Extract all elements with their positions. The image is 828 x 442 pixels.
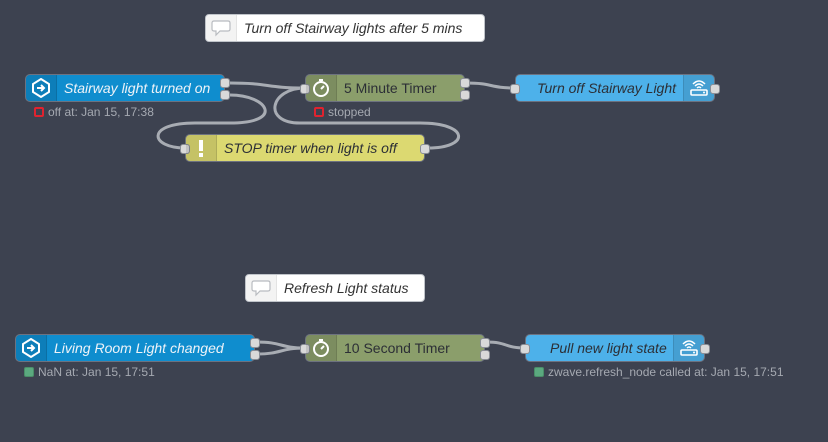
wire-timer5-to-turnoff bbox=[466, 81, 516, 90]
timer-10s-node[interactable]: 10 Second Timer bbox=[300, 334, 490, 362]
output-port[interactable] bbox=[710, 84, 720, 94]
output-port-1[interactable] bbox=[250, 338, 260, 348]
pull-light-state-node[interactable]: Pull new light state bbox=[520, 334, 710, 362]
stopwatch-icon bbox=[306, 75, 337, 101]
wire-living-to-timer10-b bbox=[256, 346, 306, 356]
wire-stop-to-timer5 bbox=[273, 86, 460, 150]
node-label: 10 Second Timer bbox=[344, 340, 450, 356]
output-port[interactable] bbox=[700, 344, 710, 354]
input-port[interactable] bbox=[520, 344, 530, 354]
router-icon bbox=[673, 335, 704, 361]
node-label: Stairway light turned on bbox=[64, 80, 211, 96]
stopwatch-icon bbox=[306, 335, 337, 361]
status-text: zwave.refresh_node called at: Jan 15, 17… bbox=[548, 365, 784, 379]
output-port[interactable] bbox=[420, 144, 430, 154]
input-port[interactable] bbox=[510, 84, 520, 94]
output-port-1[interactable] bbox=[220, 78, 230, 88]
living-room-light-node[interactable]: Living Room Light changed bbox=[15, 334, 260, 362]
wire-stairway-to-stop bbox=[156, 93, 267, 150]
event-arrow-icon bbox=[16, 335, 47, 361]
output-port-1[interactable] bbox=[480, 338, 490, 348]
status-dot bbox=[534, 367, 544, 377]
comment-label: Turn off Stairway lights after 5 mins bbox=[244, 20, 463, 36]
status-text: stopped bbox=[328, 105, 371, 119]
wire-stairway-to-timer5 bbox=[229, 81, 306, 90]
comment-refresh[interactable]: Refresh Light status bbox=[245, 274, 425, 302]
output-port-2[interactable] bbox=[250, 350, 260, 360]
status-text: NaN at: Jan 15, 17:51 bbox=[38, 365, 155, 379]
output-port-2[interactable] bbox=[220, 90, 230, 100]
status-dot bbox=[34, 107, 44, 117]
stairway-light-node[interactable]: Stairway light turned on bbox=[25, 74, 230, 102]
turn-off-stairway-node[interactable]: Turn off Stairway Light bbox=[510, 74, 720, 102]
input-port[interactable] bbox=[180, 144, 190, 154]
output-port-2[interactable] bbox=[480, 350, 490, 360]
node-label: 5 Minute Timer bbox=[344, 80, 437, 96]
speech-bubble-icon bbox=[246, 275, 277, 301]
status-dot bbox=[314, 107, 324, 117]
comment-label: Refresh Light status bbox=[284, 280, 409, 296]
timer-5min-node[interactable]: 5 Minute Timer bbox=[300, 74, 470, 102]
router-icon bbox=[683, 75, 714, 101]
stop-timer-node[interactable]: STOP timer when light is off bbox=[180, 134, 430, 162]
status-dot bbox=[24, 367, 34, 377]
exclamation-icon bbox=[186, 135, 217, 161]
event-arrow-icon bbox=[26, 75, 57, 101]
input-port[interactable] bbox=[300, 84, 310, 94]
status-text: off at: Jan 15, 17:38 bbox=[48, 105, 154, 119]
output-port-2[interactable] bbox=[460, 90, 470, 100]
speech-bubble-icon bbox=[206, 15, 237, 41]
node-label: Pull new light state bbox=[550, 340, 667, 356]
node-label: Living Room Light changed bbox=[54, 340, 224, 356]
node-label: STOP timer when light is off bbox=[224, 140, 397, 156]
output-port-1[interactable] bbox=[460, 78, 470, 88]
comment-stairway[interactable]: Turn off Stairway lights after 5 mins bbox=[205, 14, 485, 42]
input-port[interactable] bbox=[300, 344, 310, 354]
node-label: Turn off Stairway Light bbox=[537, 80, 677, 96]
